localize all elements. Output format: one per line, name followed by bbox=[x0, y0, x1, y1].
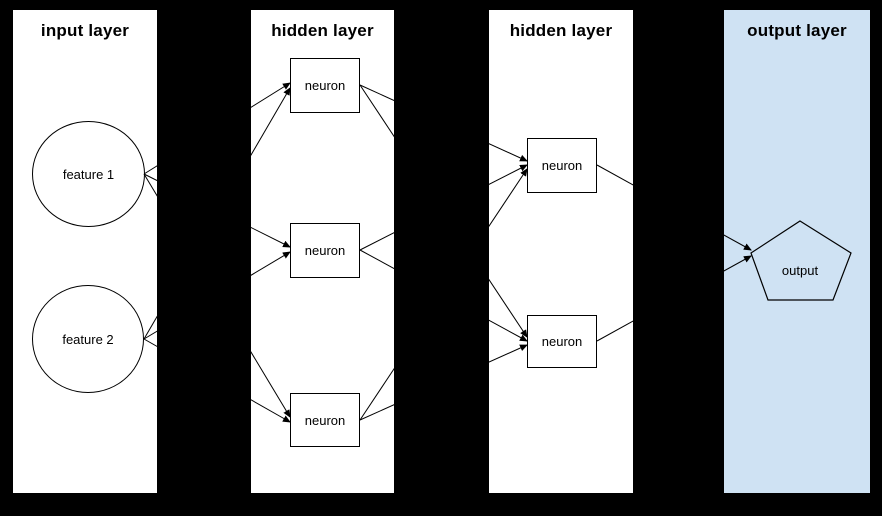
node-neuron-1-3-label: neuron bbox=[304, 412, 346, 428]
node-feature-1: feature 1 bbox=[32, 121, 145, 227]
node-neuron-1-2-label: neuron bbox=[304, 243, 346, 258]
node-feature-2-label: feature 2 bbox=[62, 331, 114, 347]
output-layer-panel: output layer bbox=[724, 10, 870, 493]
node-neuron-1-1: neuron bbox=[290, 58, 360, 113]
hidden-layer-1-title: hidden layer bbox=[271, 21, 374, 40]
node-neuron-1-2: neuron bbox=[290, 223, 360, 278]
node-feature-2: feature 2 bbox=[32, 285, 144, 393]
hidden-layer-2-title: hidden layer bbox=[509, 21, 613, 40]
node-neuron-2-1-label: neuron bbox=[541, 158, 583, 173]
node-neuron-2-2-label: neuron bbox=[541, 334, 583, 349]
output-layer-title: output layer bbox=[747, 21, 847, 40]
input-layer-title: input layer bbox=[40, 21, 130, 40]
node-output-label: output bbox=[781, 263, 819, 278]
node-neuron-1-1-label: neuron bbox=[304, 78, 346, 93]
node-feature-1-label: feature 1 bbox=[62, 166, 115, 182]
input-layer-panel: input layer bbox=[13, 10, 157, 493]
node-neuron-2-1: neuron bbox=[527, 138, 597, 193]
node-neuron-2-2: neuron bbox=[527, 315, 597, 368]
hidden-layer-2-panel: hidden layer bbox=[489, 10, 633, 493]
node-neuron-1-3: neuron bbox=[290, 393, 360, 447]
